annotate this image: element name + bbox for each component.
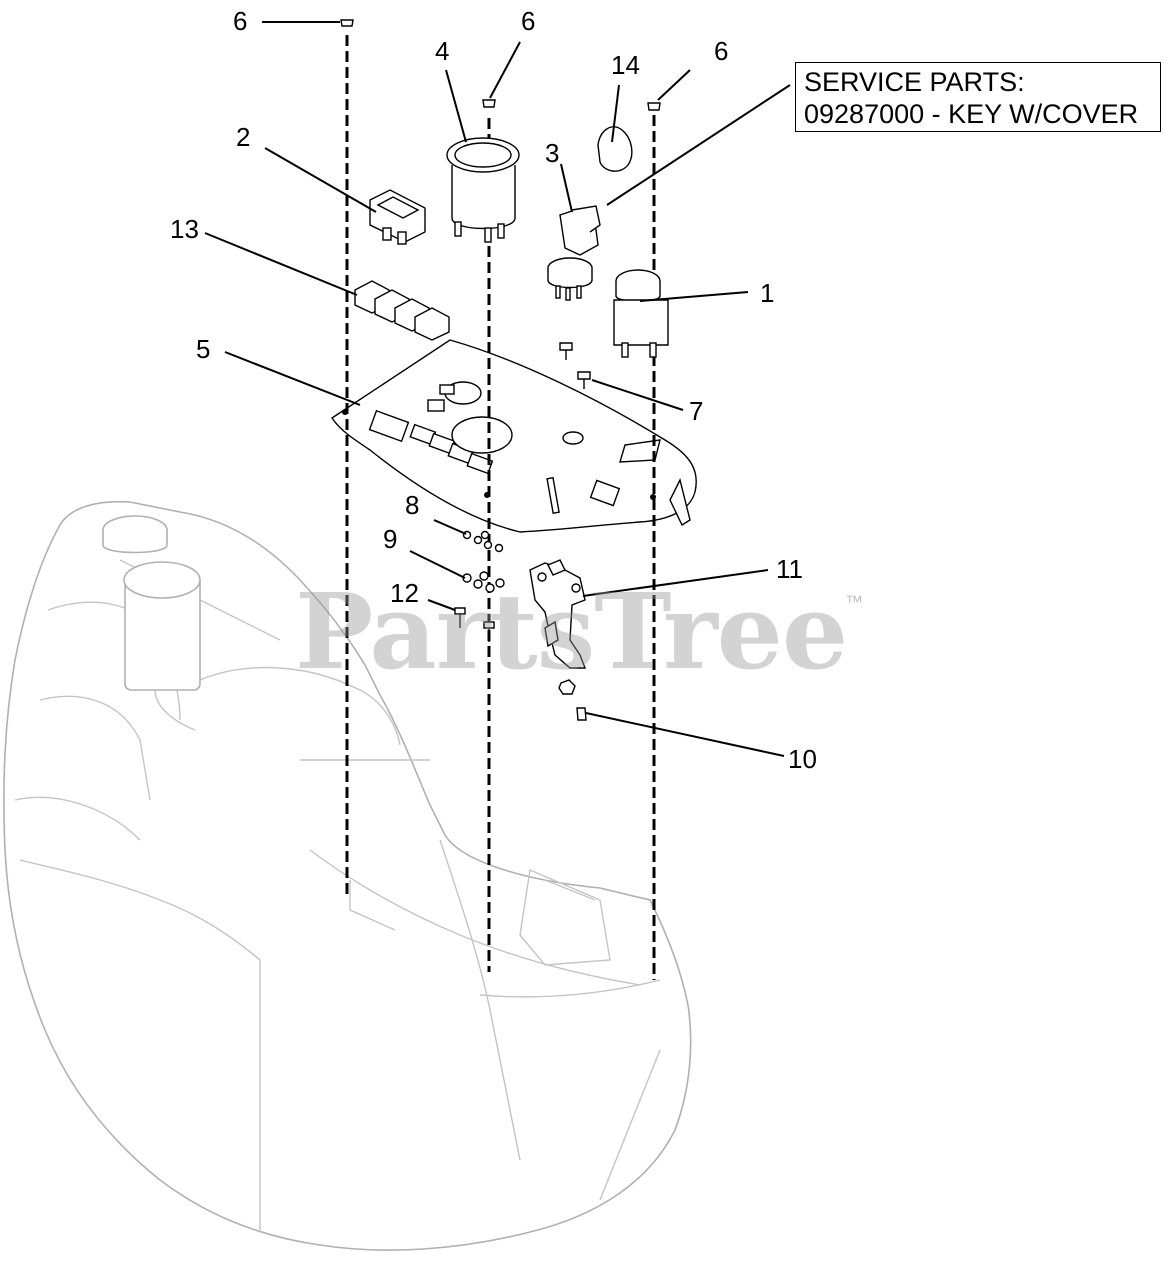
part-2-switch — [369, 189, 426, 245]
callout-13: 13 — [170, 214, 199, 244]
part-4-cylinder — [446, 137, 520, 243]
callout-6-left: 6 — [233, 6, 248, 36]
callout-10: 10 — [788, 744, 817, 774]
callout-9: 9 — [383, 524, 398, 554]
callout-1: 1 — [760, 278, 775, 308]
callout-6-right: 6 — [714, 36, 729, 66]
leader-lines — [204, 21, 791, 757]
callout-8: 8 — [405, 490, 420, 520]
callout-6-center: 6 — [521, 6, 536, 36]
callout-11: 11 — [776, 554, 803, 584]
part-14-key-cover — [597, 126, 633, 172]
trademark-symbol: ™ — [845, 592, 863, 612]
part-3-key-switch — [547, 205, 601, 301]
control-panel-plate — [331, 339, 697, 533]
callout-2: 2 — [236, 122, 251, 152]
part-1-plunger-switch — [613, 269, 669, 358]
callout-12: 12 — [390, 578, 419, 608]
callout-5: 5 — [196, 334, 211, 364]
part-7-bolts — [559, 342, 591, 389]
callout-7: 7 — [689, 396, 704, 426]
callout-14: 14 — [611, 50, 640, 80]
service-parts-line: 09287000 - KEY W/COVER — [804, 99, 1139, 129]
small-hardware — [454, 530, 505, 642]
part-10-nuts — [558, 679, 587, 721]
callout-4: 4 — [435, 36, 450, 66]
partstree-watermark: PartsTree — [295, 570, 848, 693]
screws — [340, 19, 661, 111]
part-11-bracket — [529, 559, 587, 669]
service-parts-box: SERVICE PARTS: 09287000 - KEY W/COVER — [795, 62, 1161, 132]
service-parts-heading: SERVICE PARTS: — [804, 67, 1025, 97]
callout-3: 3 — [545, 138, 560, 168]
part-13-switch-bank — [354, 280, 450, 341]
